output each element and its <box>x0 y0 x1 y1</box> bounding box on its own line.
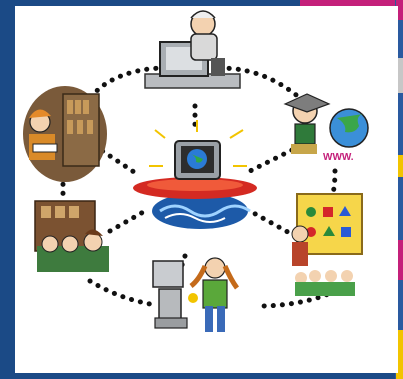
computer-globe-hub-icon <box>133 120 257 229</box>
teacher-board-icon <box>292 194 362 296</box>
content-panel: WWW. <box>15 6 398 373</box>
person-at-computer-icon <box>145 11 240 88</box>
library-reader-icon <box>23 86 107 182</box>
robot-child-icon <box>153 258 237 332</box>
network-illustration: WWW. <box>15 6 398 373</box>
www-label: WWW. <box>323 152 354 163</box>
classroom-students-icon <box>35 201 109 272</box>
graduate-globe-icon: WWW. <box>285 94 368 163</box>
